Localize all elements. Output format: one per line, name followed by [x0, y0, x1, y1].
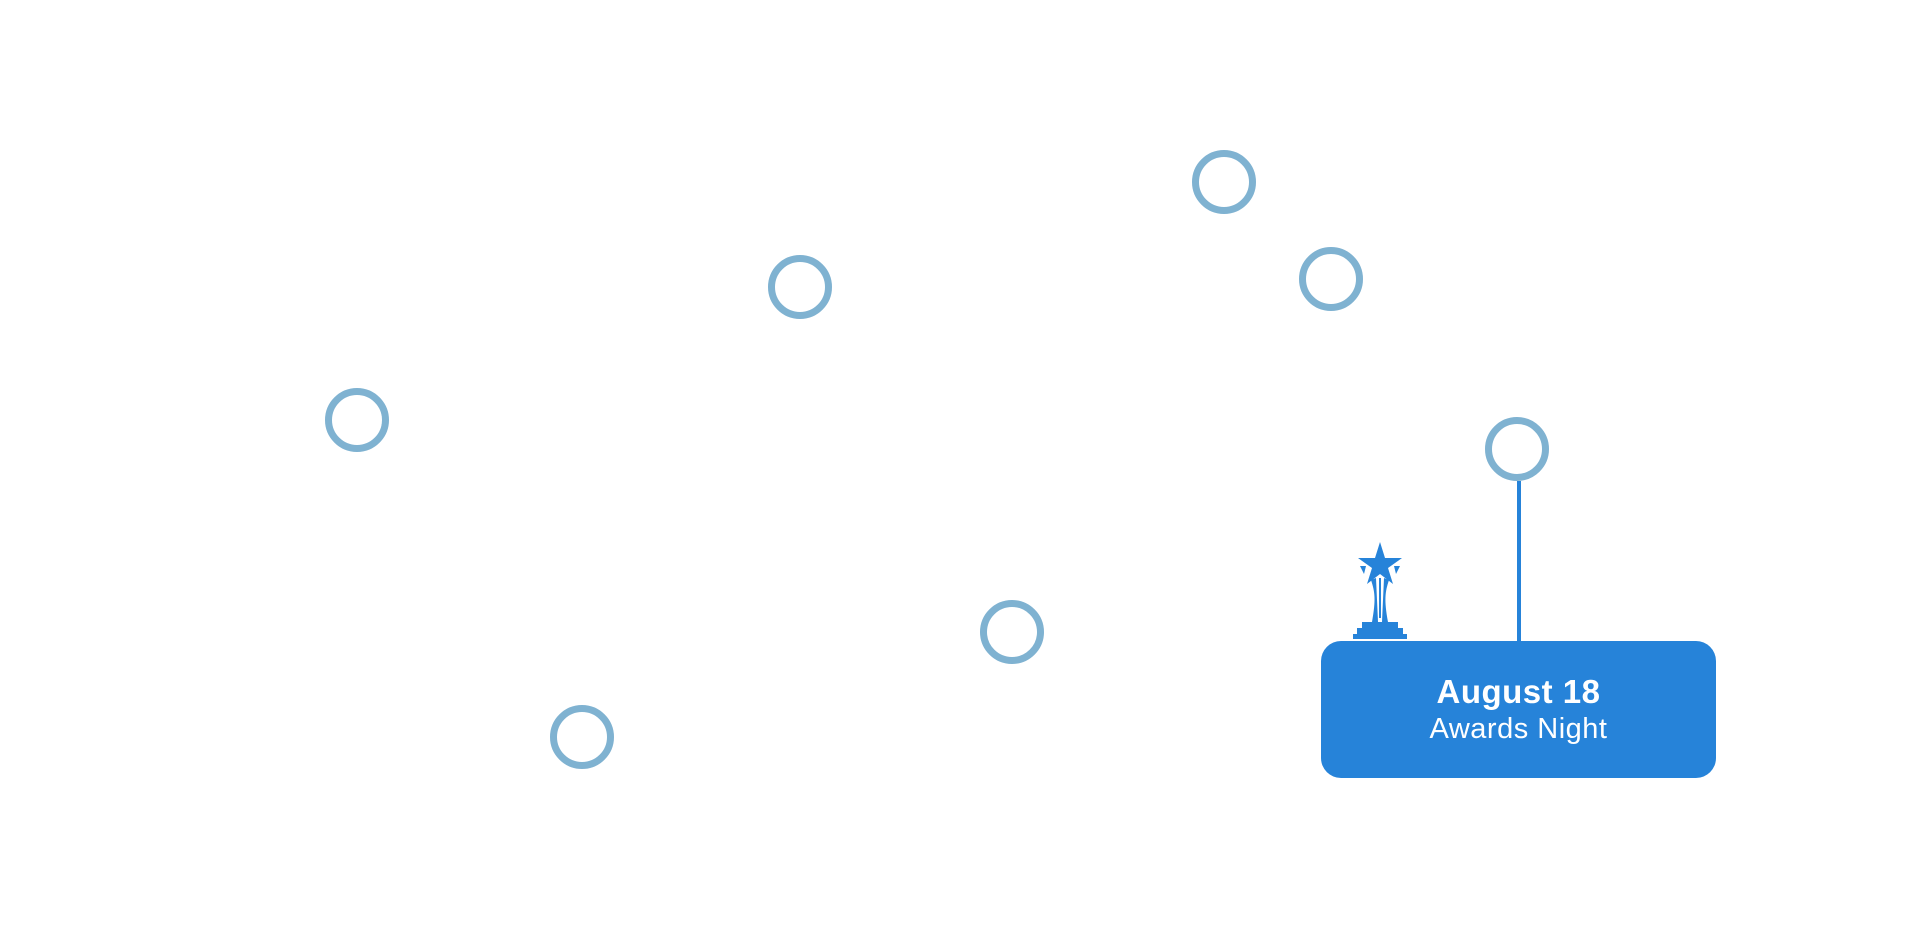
- event-date: August 18: [1436, 672, 1601, 710]
- event-card[interactable]: August 18 Awards Night: [1321, 641, 1716, 778]
- timeline-node[interactable]: [1192, 150, 1256, 214]
- timeline-node[interactable]: [550, 705, 614, 769]
- timeline-node[interactable]: [980, 600, 1044, 664]
- timeline-node[interactable]: [325, 388, 389, 452]
- timeline-node[interactable]: [768, 255, 832, 319]
- trophy-icon: [1353, 542, 1407, 639]
- timeline-node-selected[interactable]: [1485, 417, 1549, 481]
- timeline-node[interactable]: [1299, 247, 1363, 311]
- event-title: Awards Night: [1429, 712, 1608, 745]
